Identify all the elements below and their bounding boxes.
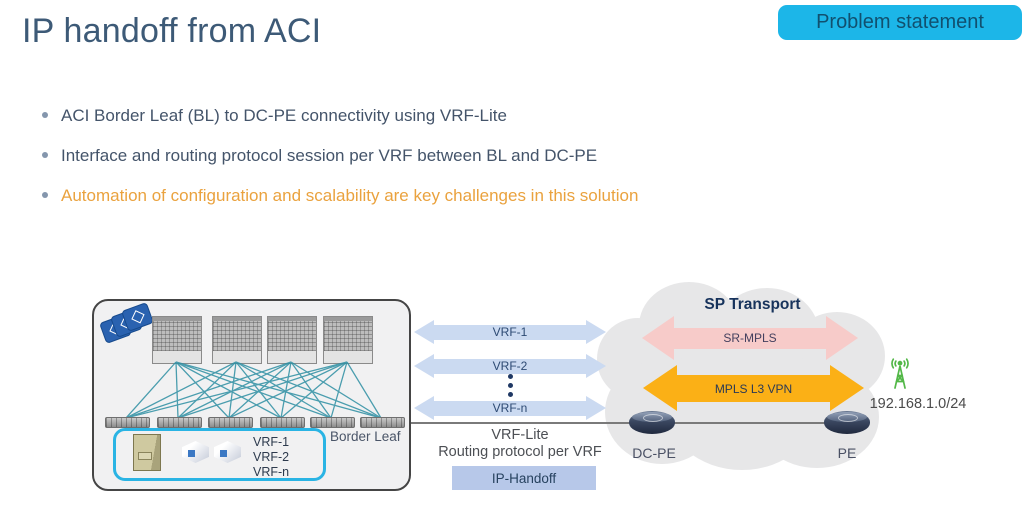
bullet-item: Interface and routing protocol session p… <box>42 146 638 165</box>
server-icon <box>133 434 161 471</box>
sp-transport-title: SP Transport <box>704 296 801 313</box>
leaf-switch-icon <box>157 417 202 428</box>
vrf-arrow: VRF-n <box>414 396 606 420</box>
vrf-label: VRF-2 <box>253 450 290 464</box>
mpls-l3vpn-arrow: MPLS L3 VPN <box>643 365 864 412</box>
bullet-dot <box>42 152 48 158</box>
vrf-label-list: VRF-1 VRF-2 VRF-n <box>253 435 289 480</box>
sr-mpls-label: SR-MPLS <box>723 331 777 345</box>
bullet-item: Automation of configuration and scalabil… <box>42 186 638 205</box>
pe-label: PE <box>837 445 857 461</box>
vrf-arrow: VRF-2 <box>414 354 606 378</box>
leaf-switch-icon <box>208 417 253 428</box>
vm-icon <box>182 441 209 463</box>
vrf-lite-caption: VRF-Lite Routing protocol per VRF <box>420 427 620 461</box>
vrf-label: VRF-n <box>253 465 290 479</box>
bullet-list: ACI Border Leaf (BL) to DC-PE connectivi… <box>42 106 638 226</box>
vrf-arrow-label: VRF-2 <box>492 359 528 373</box>
leaf-switch-icon <box>105 417 150 428</box>
caption-line: Routing protocol per VRF <box>438 444 602 460</box>
leaf-switch-icon <box>360 417 405 428</box>
bullet-item: ACI Border Leaf (BL) to DC-PE connectivi… <box>42 106 638 125</box>
vm-icon <box>214 441 241 463</box>
leaf-switch-icon <box>310 417 355 428</box>
bullet-text: Interface and routing protocol session p… <box>61 146 598 165</box>
vrf-arrow: VRF-1 <box>414 320 606 344</box>
ellipsis-dots <box>508 374 514 401</box>
vrf-arrow-label: VRF-n <box>492 401 528 415</box>
aci-logo-icon <box>99 302 158 348</box>
caption-line: VRF-Lite <box>491 427 549 443</box>
vrf-arrow-label: VRF-1 <box>492 325 528 339</box>
spine-switch-icon <box>212 316 262 364</box>
router-icon <box>629 411 675 434</box>
spine-switch-icon <box>267 316 317 364</box>
aci-fabric-box: VRF-1 VRF-2 VRF-n Border Leaf <box>92 299 411 491</box>
vrf-zone-box: VRF-1 VRF-2 VRF-n <box>113 428 326 481</box>
dc-pe-label: DC-PE <box>632 445 676 461</box>
problem-statement-badge: Problem statement <box>778 5 1022 40</box>
antenna-icon <box>891 358 909 389</box>
spine-switch-icon <box>152 316 202 364</box>
subnet-label: 192.168.1.0/24 <box>869 396 967 412</box>
leaf-switch-icon <box>260 417 305 428</box>
bullet-dot <box>42 112 48 118</box>
sr-mpls-arrow: SR-MPLS <box>642 316 858 360</box>
spine-switch-icon <box>323 316 373 364</box>
bullet-text: ACI Border Leaf (BL) to DC-PE connectivi… <box>61 106 507 125</box>
vrf-label: VRF-1 <box>253 435 290 449</box>
bullet-text: Automation of configuration and scalabil… <box>61 186 639 205</box>
ip-handoff-box: IP-Handoff <box>452 466 596 490</box>
border-leaf-label: Border Leaf <box>330 429 401 444</box>
page-title: IP handoff from ACI <box>22 12 322 50</box>
mpls-l3vpn-label: MPLS L3 VPN <box>714 381 793 396</box>
router-icon <box>824 411 870 434</box>
bullet-dot <box>42 192 48 198</box>
